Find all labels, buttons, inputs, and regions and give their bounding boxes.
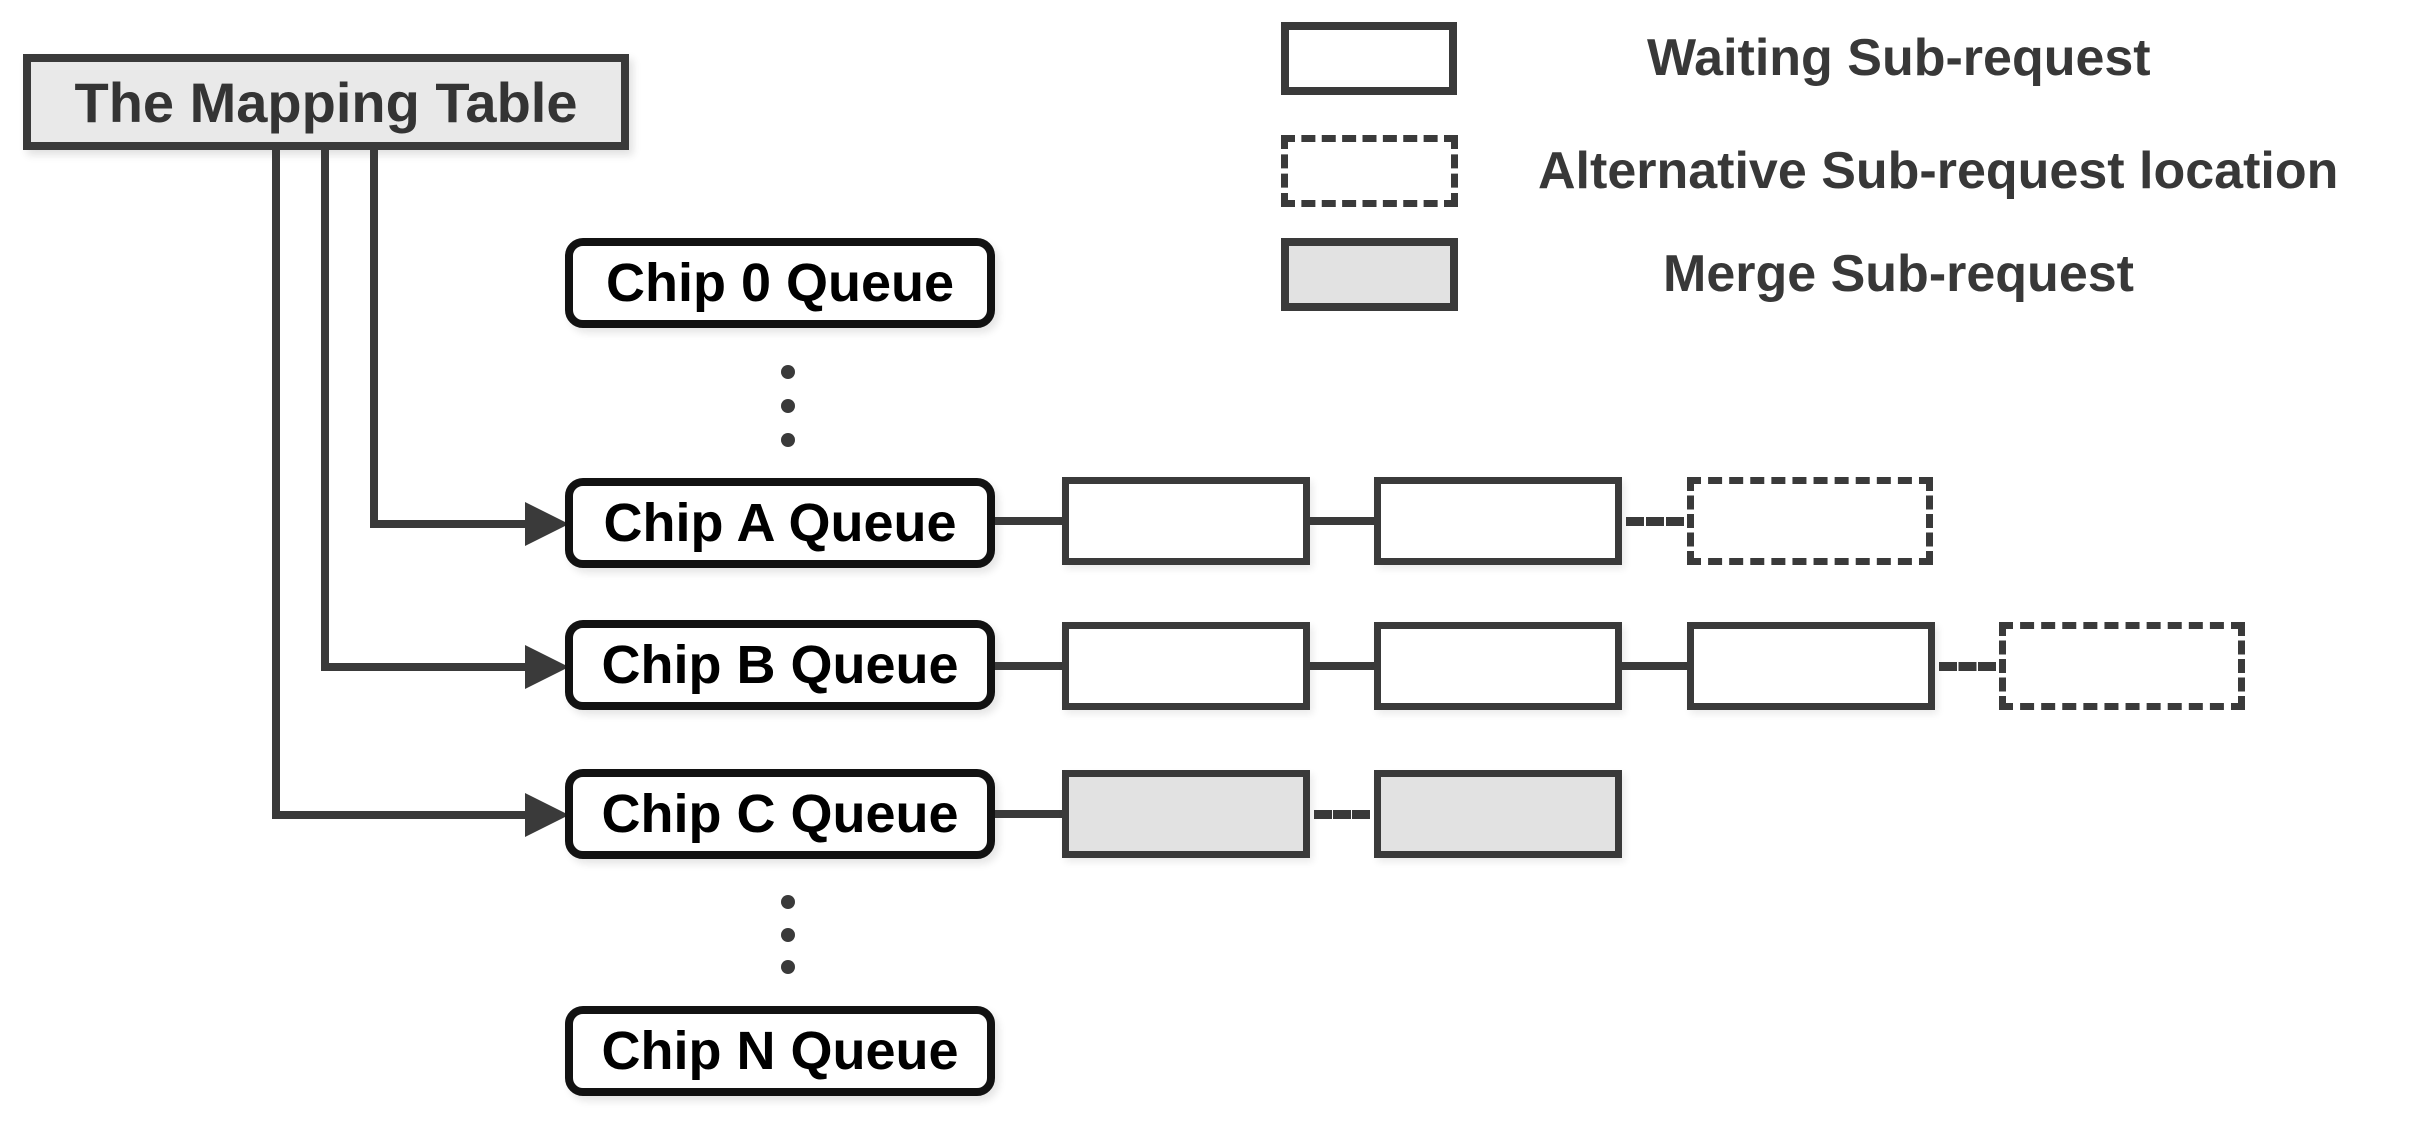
waiting-subrequest-box bbox=[1687, 622, 1935, 710]
chip-b-link-3 bbox=[1622, 662, 1687, 670]
legend-waiting-swatch bbox=[1281, 22, 1457, 95]
chip-b-link-1 bbox=[995, 662, 1062, 670]
ellipsis-dot bbox=[781, 928, 795, 942]
chip-a-link-1 bbox=[995, 517, 1062, 525]
connector-hline-chip-b bbox=[321, 663, 527, 671]
waiting-subrequest-box bbox=[1374, 477, 1622, 565]
chip-0-queue-label: Chip 0 Queue bbox=[605, 253, 955, 313]
ellipsis-dot bbox=[781, 365, 795, 379]
chip-c-link-1 bbox=[995, 810, 1062, 818]
merge-subrequest-box bbox=[1374, 770, 1622, 858]
chip-0-queue-box: Chip 0 Queue bbox=[565, 238, 995, 328]
chip-n-queue-box: Chip N Queue bbox=[565, 1006, 995, 1096]
chip-a-link-2 bbox=[1310, 517, 1374, 525]
ellipsis-dot bbox=[781, 895, 795, 909]
connector-hline-chip-a bbox=[370, 520, 527, 528]
chip-c-queue-label: Chip C Queue bbox=[601, 784, 959, 844]
chip-b-queue-label: Chip B Queue bbox=[601, 635, 959, 695]
legend-alternative-swatch bbox=[1281, 135, 1458, 207]
ellipsis-dot bbox=[781, 433, 795, 447]
arrowhead-chip-a-icon bbox=[525, 502, 569, 546]
chip-a-dotted-link bbox=[1626, 517, 1684, 526]
arrowhead-chip-b-icon bbox=[525, 645, 569, 689]
connector-vline-chip-a bbox=[370, 148, 378, 528]
connector-hline-chip-c bbox=[272, 811, 527, 819]
chip-a-queue-label: Chip A Queue bbox=[603, 493, 957, 553]
connector-vline-chip-c bbox=[272, 148, 280, 819]
arrowhead-chip-c-icon bbox=[525, 793, 569, 837]
alternative-subrequest-box bbox=[1999, 622, 2245, 710]
legend-merge-label: Merge Sub-request bbox=[1663, 245, 2134, 303]
ellipsis-dot bbox=[781, 399, 795, 413]
merge-subrequest-box bbox=[1062, 770, 1310, 858]
legend-waiting-label: Waiting Sub-request bbox=[1647, 29, 2151, 87]
ellipsis-dot bbox=[781, 960, 795, 974]
connector-vline-chip-b bbox=[321, 148, 329, 671]
chip-b-link-2 bbox=[1310, 662, 1374, 670]
legend-alternative-label: Alternative Sub-request location bbox=[1538, 142, 2339, 200]
chip-b-dotted-link bbox=[1939, 662, 1996, 671]
mapping-table-label: The Mapping Table bbox=[74, 70, 578, 134]
chip-c-dotted-link bbox=[1314, 810, 1370, 819]
waiting-subrequest-box bbox=[1062, 477, 1310, 565]
chip-b-queue-box: Chip B Queue bbox=[565, 620, 995, 710]
alternative-subrequest-box bbox=[1687, 477, 1933, 565]
chip-n-queue-label: Chip N Queue bbox=[601, 1021, 959, 1081]
chip-c-queue-box: Chip C Queue bbox=[565, 769, 995, 859]
waiting-subrequest-box bbox=[1062, 622, 1310, 710]
waiting-subrequest-box bbox=[1374, 622, 1622, 710]
mapping-table-box: The Mapping Table bbox=[23, 54, 629, 150]
legend-merge-swatch bbox=[1281, 238, 1458, 311]
chip-a-queue-box: Chip A Queue bbox=[565, 478, 995, 568]
